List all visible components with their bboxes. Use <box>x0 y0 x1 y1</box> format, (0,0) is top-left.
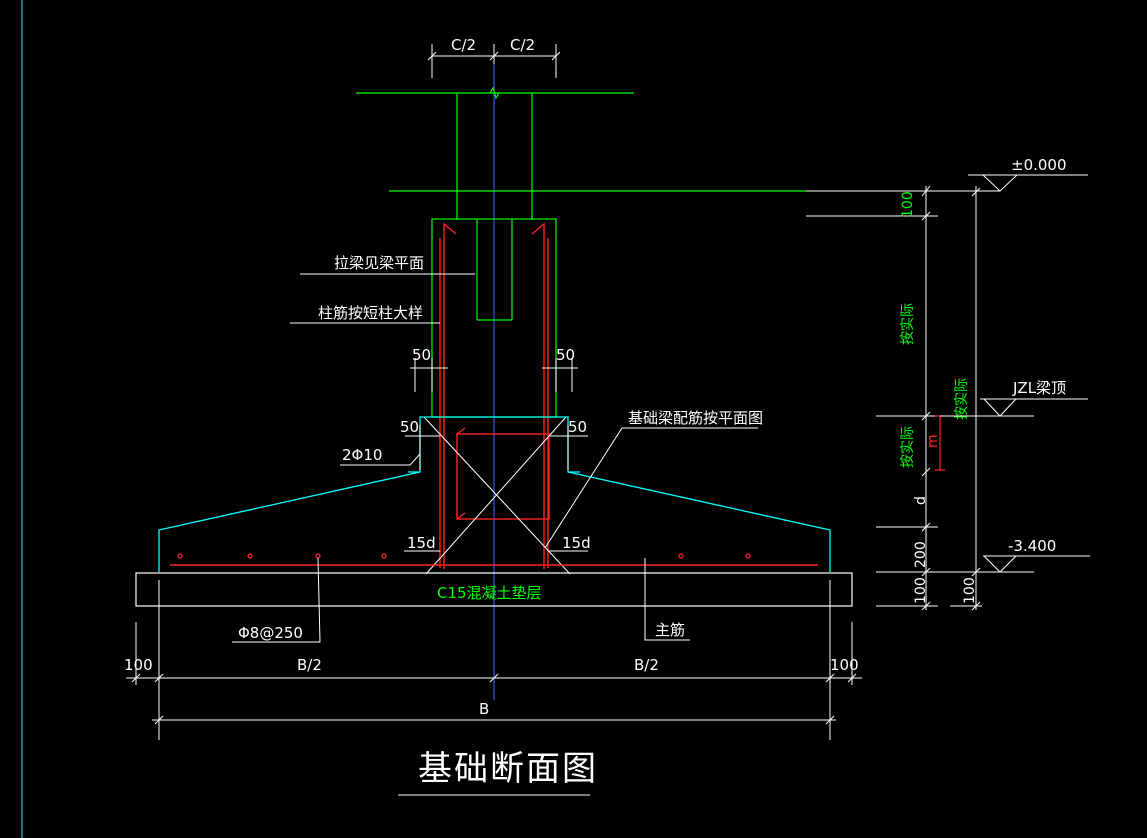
level-marker-beam-top <box>940 398 1088 417</box>
dim-50-upper-right: 50 <box>556 346 575 364</box>
upper-column <box>356 86 806 220</box>
level-ground-text: ±0.000 <box>1011 156 1067 174</box>
dim-100-left: 100 <box>124 656 153 674</box>
dim-b-total: B <box>479 700 489 718</box>
dim-c-half-right: C/2 <box>510 36 535 54</box>
dim-b-half-left: B/2 <box>297 656 322 674</box>
distribution-bar-dots <box>177 553 751 559</box>
label-two-phi10: 2Φ10 <box>342 446 382 464</box>
side-dim-small-m: m <box>925 434 941 448</box>
drawing-title: 基础断面图 <box>418 749 598 789</box>
side-dim-right-100: 100 <box>962 577 978 604</box>
dim-b-half-right: B/2 <box>634 656 659 674</box>
beam-stirrup <box>456 427 550 520</box>
bottom-dimension-chain <box>126 580 862 740</box>
label-tie-beam: 拉梁见梁平面 <box>334 254 424 272</box>
side-dim-200: 200 <box>913 541 929 568</box>
label-distribution-bar: Φ8@250 <box>238 624 303 642</box>
label-cushion: C15混凝土垫层 <box>437 584 542 602</box>
cushion-layer <box>135 572 853 607</box>
side-dim-bottom-100: 100 <box>913 577 929 604</box>
side-dim-right-by-design: 按实际 <box>954 378 970 420</box>
small-dimension-ticks <box>405 358 588 470</box>
dim-15d-left: 15d <box>407 534 436 552</box>
level-marker-bottom <box>938 555 1090 573</box>
column-rebars <box>439 222 549 569</box>
dim-50-upper-left: 50 <box>412 346 431 364</box>
level-marker-ground <box>968 174 1088 192</box>
dim-15d-right: 15d <box>562 534 591 552</box>
label-main-bar: 主筋 <box>655 621 685 639</box>
right-dimension-column <box>806 185 982 611</box>
dim-100-right: 100 <box>830 656 859 674</box>
dim-c-half-left: C/2 <box>451 36 476 54</box>
dim-50-lower-right: 50 <box>568 418 587 436</box>
side-dim-d: d <box>913 496 929 505</box>
side-dim-top-100: 100 <box>900 191 916 218</box>
label-beam-rebar: 基础梁配筋按平面图 <box>628 409 763 427</box>
level-beam-top-text: JZL梁顶 <box>1012 379 1066 397</box>
side-dim-by-design-2: 按实际 <box>900 426 916 468</box>
side-dim-by-design-1: 按实际 <box>900 303 916 345</box>
top-dimension-c <box>427 44 561 78</box>
leader-lines <box>232 273 758 643</box>
label-column-rebar: 柱筋按短柱大样 <box>318 304 423 322</box>
level-bottom-text: -3.400 <box>1008 537 1056 555</box>
footing-outline <box>158 416 831 572</box>
dim-50-lower-left: 50 <box>400 418 419 436</box>
